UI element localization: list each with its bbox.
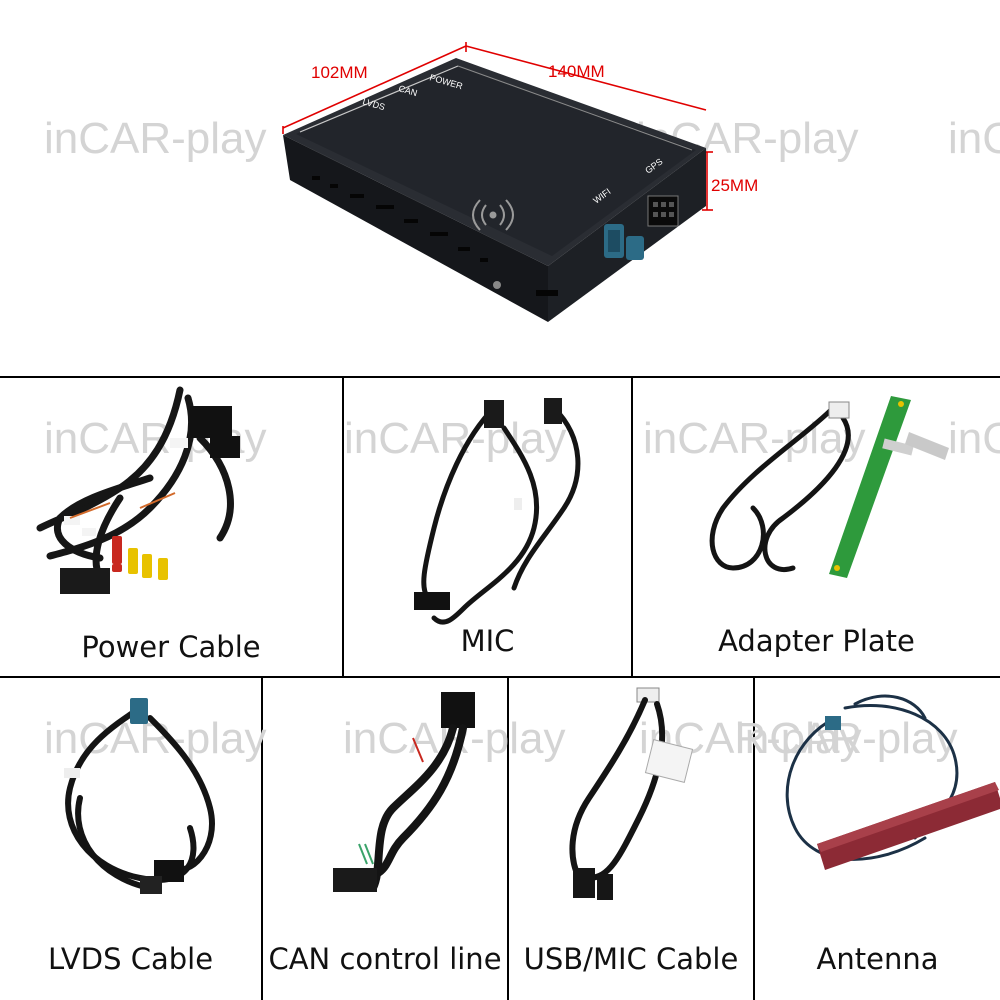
mic-image <box>414 398 581 625</box>
watermark-text: inCAR-play <box>948 114 1000 163</box>
item-adapter-plate: inCAR-play inCAR-play Adapter Plate <box>633 378 1000 676</box>
device-box-illustration: WIFI GPS POWER CAN LVDS <box>282 42 713 322</box>
lvds-connector <box>130 698 148 724</box>
item-label: MIC <box>460 624 515 658</box>
antenna-connector <box>825 716 841 730</box>
item-label: CAN control line <box>268 942 502 976</box>
item-lvds-cable: inCAR-play LVDS Cable <box>0 678 267 1000</box>
watermark-text: inCAR-play <box>44 114 267 163</box>
dimension-lines <box>282 42 713 211</box>
grid-divider <box>0 676 1000 678</box>
item-antenna: inCAR-play Antenna <box>735 678 1000 1000</box>
hero-section: inCAR-play inCAR-play inCAR-play <box>0 0 1000 376</box>
height-dimension: 25MM <box>711 176 759 195</box>
grid-divider <box>507 676 509 1000</box>
item-label: Power Cable <box>81 630 261 664</box>
grid-divider <box>342 376 344 676</box>
pcb-board <box>829 396 911 578</box>
item-label: LVDS Cable <box>47 942 214 976</box>
mic-head <box>414 592 450 610</box>
lvds-cable-image <box>64 698 215 894</box>
connector-block <box>190 406 232 438</box>
box-side-face <box>548 148 706 322</box>
adapter-plate-image <box>709 396 949 578</box>
antenna-image <box>785 694 1000 870</box>
watermark-text: inCAR-play <box>948 414 1000 463</box>
can-line-image <box>333 692 475 892</box>
power-cable-image <box>36 386 240 594</box>
watermark-text: inCAR-play <box>643 414 866 463</box>
item-mic: inCAR-play MIC <box>344 378 631 676</box>
accessory-grid: inCAR-play Power Ca <box>0 376 1000 1000</box>
grid-divider <box>631 376 633 676</box>
item-label: Antenna <box>816 942 939 976</box>
mic-connector <box>484 400 504 428</box>
item-power-cable: inCAR-play Power Ca <box>0 378 342 676</box>
gps-connector <box>647 195 679 227</box>
cable-tag <box>644 739 694 783</box>
item-usb-mic-cable: inCAR-play USB/MIC Cable <box>509 678 862 1000</box>
grid-divider <box>0 376 1000 378</box>
item-label: Adapter Plate <box>718 624 915 658</box>
watermark-text: inCAR-play <box>344 414 567 463</box>
wireless-icon <box>472 199 514 231</box>
grid-divider <box>753 676 755 1000</box>
length-dimension: 140MM <box>548 62 605 81</box>
can-connector <box>441 692 475 728</box>
width-dimension: 102MM <box>311 63 368 82</box>
box-front-face <box>283 135 548 322</box>
item-label: USB/MIC Cable <box>523 942 739 976</box>
usb-mic-cable-image <box>569 687 694 900</box>
item-can-control-line: inCAR-play CAN control line <box>263 678 566 1000</box>
watermark-text: inCAR-play <box>735 714 958 763</box>
grid-divider <box>261 676 263 1000</box>
